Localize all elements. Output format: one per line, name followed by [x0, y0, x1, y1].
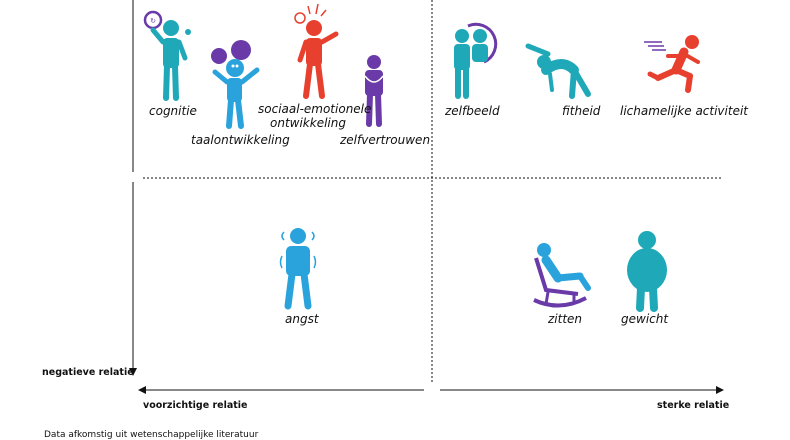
horizontal-axis-left-label: voorzichtige relatie [143, 400, 248, 411]
svg-text:↻: ↻ [150, 17, 156, 25]
label-zelfvertrouwen: zelfvertrouwen [340, 133, 431, 147]
zelfvertrouwen-icon [364, 55, 384, 127]
label-zitten: zitten [548, 312, 583, 326]
label-angst: angst [285, 312, 319, 326]
label-sociaal-line1: sociaal-emotionele [258, 102, 372, 116]
label-sociaal-line2: ontwikkeling [270, 116, 346, 130]
vertical-axis-label: negatieve relatie [42, 367, 134, 378]
fitheid-icon [525, 43, 591, 99]
label-gewicht: gewicht [621, 312, 669, 326]
angst-icon [279, 228, 317, 310]
label-cognitie: cognitie [149, 104, 197, 118]
label-lichamelijke-activiteit: lichamelijke activiteit [620, 104, 748, 118]
source-note: Data afkomstig uit wetenschappelijke lit… [44, 430, 259, 440]
label-taalontwikkeling: taalontwikkeling [191, 133, 290, 147]
label-fitheid: fitheid [562, 104, 601, 118]
zelfbeeld-icon [454, 22, 498, 99]
zitten-icon [533, 243, 591, 308]
lichamelijke-activiteit-icon [644, 35, 700, 93]
sociaal-emotionele-icon [294, 3, 339, 99]
horizontal-axis-right-arrow [716, 386, 724, 394]
gewicht-icon [627, 231, 667, 312]
vertical-axis-arrow [129, 368, 137, 376]
cognitie-icon: ↻ [143, 10, 191, 101]
label-sociaal-emotionele: sociaal-emotionele ontwikkeling [258, 102, 372, 130]
label-zelfbeeld: zelfbeeld [445, 104, 500, 118]
taalontwikkeling-icon [211, 40, 260, 129]
horizontal-axis-left-arrow [138, 386, 146, 394]
horizontal-axis-right-label: sterke relatie [657, 400, 730, 411]
